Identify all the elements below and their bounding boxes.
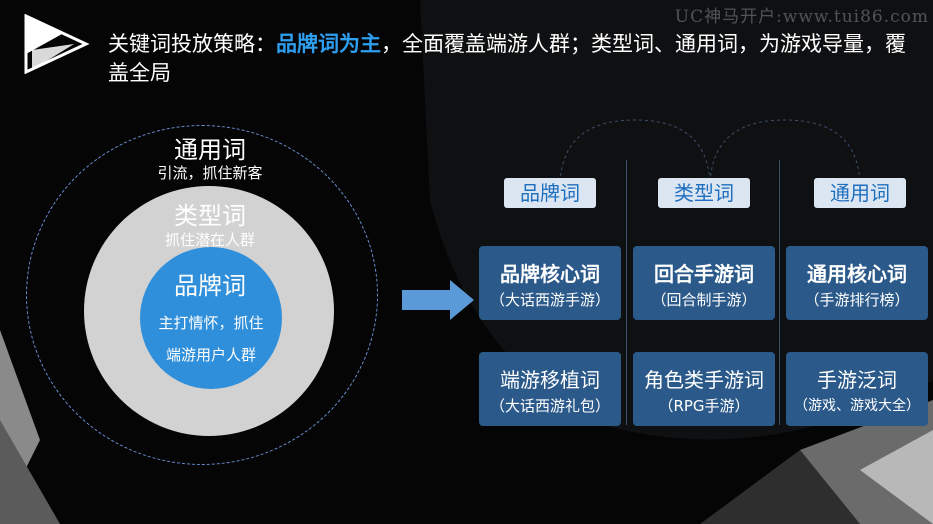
general-word-title: 通用词 — [174, 136, 246, 164]
arrow-right-icon — [402, 280, 474, 320]
watermark: UC神马开户:www.tui86.com — [674, 7, 929, 27]
card-example: （回合制手游） — [651, 291, 757, 309]
column-divider — [626, 160, 627, 425]
card-type-rpg: 角色类手游词 （RPG手游） — [633, 352, 775, 426]
card-brand-ported: 端游移植词 （大话西游礼包） — [479, 352, 621, 426]
card-title: 角色类手游词 — [644, 368, 764, 392]
brand-word-title: 品牌词 — [174, 272, 246, 300]
column-divider — [779, 160, 780, 425]
card-brand-core: 品牌核心词 （大话西游手游） — [479, 246, 621, 320]
card-title: 通用核心词 — [807, 262, 907, 286]
card-general-broad: 手游泛词 （游戏、游戏大全） — [786, 352, 928, 426]
column-header-brand: 品牌词 — [504, 178, 596, 208]
card-type-turnbased: 回合手游词 （回合制手游） — [633, 246, 775, 320]
brand-word-sub-line2: 端游用户人群 — [165, 346, 256, 364]
connector-arcs — [559, 119, 861, 189]
card-title: 端游移植词 — [500, 368, 600, 392]
title-prefix: 关键词投放策略： — [108, 32, 276, 56]
card-general-core: 通用核心词 （手游排行榜） — [786, 246, 928, 320]
general-word-sub: 引流，抓住新客 — [157, 164, 263, 182]
brand-word-circle — [140, 247, 282, 389]
type-word-title: 类型词 — [174, 202, 246, 230]
type-word-sub: 抓住潜在人群 — [164, 231, 255, 249]
column-header-type: 类型词 — [658, 178, 750, 208]
card-example: （游戏、游戏大全） — [794, 398, 920, 414]
card-example: （手游排行榜） — [804, 291, 910, 309]
column-header-general: 通用词 — [814, 178, 906, 208]
card-title: 手游泛词 — [817, 368, 897, 392]
title-rest: ，全面覆盖端游人群；类型词、通用词，为游戏导量，覆盖全局 — [108, 32, 906, 85]
card-example: （大话西游礼包） — [489, 397, 610, 415]
brand-word-sub-line1: 主打情怀，抓住 — [158, 314, 264, 332]
logo-play-icon — [24, 14, 90, 74]
title-highlight: 品牌词为主 — [276, 32, 381, 56]
card-example: （RPG手游） — [658, 397, 750, 415]
card-title: 回合手游词 — [654, 262, 754, 286]
page-title: 关键词投放策略：品牌词为主，全面覆盖端游人群；类型词、通用词，为游戏导量，覆盖全… — [108, 30, 908, 88]
general-word-ring — [26, 125, 378, 465]
card-title: 品牌核心词 — [500, 262, 600, 286]
card-example: （大话西游手游） — [489, 291, 610, 309]
